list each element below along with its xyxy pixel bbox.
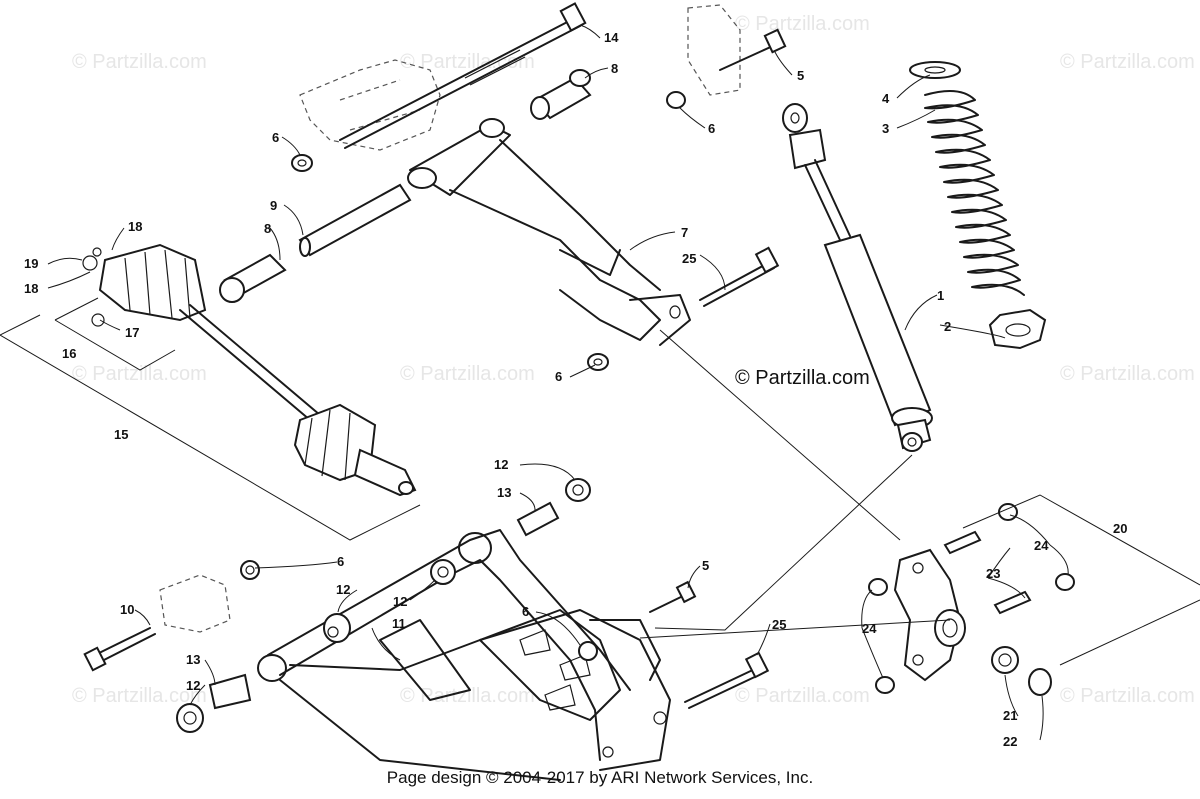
callout-24-left: 24 <box>862 621 877 636</box>
callout-6-mid: 6 <box>555 369 562 384</box>
callout-12-b: 12 <box>393 594 407 609</box>
bushing-12-d <box>176 703 204 733</box>
callout-13-b: 13 <box>186 652 200 667</box>
nut-6-lower-arm <box>578 641 598 661</box>
callout-12-d: 12 <box>186 678 200 693</box>
callout-25-upper: 25 <box>682 251 696 266</box>
knuckle-20 <box>893 548 966 682</box>
bushing-12-b <box>430 559 456 585</box>
callout-7: 7 <box>681 225 688 240</box>
bushing-12-c <box>323 613 351 643</box>
watermark-text: © Partzilla.com <box>72 51 207 73</box>
callout-8-top: 8 <box>611 61 618 76</box>
frame-bracket-lower <box>159 574 231 633</box>
watermark-text: © Partzilla.com <box>72 685 207 707</box>
upper-a-arm-7 <box>407 118 691 346</box>
callout-1: 1 <box>937 288 944 303</box>
callout-23: 23 <box>986 566 1000 581</box>
watermark-text: © Partzilla.com <box>400 685 535 707</box>
shock-absorber-1 <box>782 103 933 452</box>
callout-9: 9 <box>270 198 277 213</box>
reference-lines <box>0 297 1200 666</box>
callout-labels: 1 2 3 4 5 5 6 6 6 6 6 7 8 8 9 10 11 12 1… <box>24 30 1127 749</box>
callout-6-lower: 6 <box>337 554 344 569</box>
callout-5-upper: 5 <box>797 68 804 83</box>
callout-18-upper: 18 <box>128 219 142 234</box>
watermark-text: © Partzilla.com <box>735 13 870 35</box>
callout-20: 20 <box>1113 521 1127 536</box>
bolt-25-lower <box>684 651 770 709</box>
callout-15: 15 <box>114 427 128 442</box>
footer-credit: Page design © 2004-2017 by ARI Network S… <box>386 768 814 787</box>
sleeve-13-b <box>208 673 252 710</box>
frame-bracket-shock <box>687 4 741 96</box>
watermark-text: © Partzilla.com <box>400 363 535 385</box>
callout-10: 10 <box>120 602 134 617</box>
callout-4: 4 <box>882 91 890 106</box>
knuckle-hardware <box>868 503 1075 694</box>
bolt-25-upper <box>699 246 780 307</box>
bushing-8-top <box>530 69 592 120</box>
partzilla-watermark: © Partzilla.com <box>735 367 870 389</box>
nut-6-lower <box>240 560 260 580</box>
bushing-8-left <box>219 253 287 303</box>
bolt-10 <box>83 627 156 672</box>
watermark-text: © Partzilla.com <box>72 363 207 385</box>
callout-8-left: 8 <box>264 221 271 236</box>
spring-3 <box>909 61 1025 296</box>
callout-2: 2 <box>944 319 951 334</box>
watermark-text: © Partzilla.com <box>1060 363 1195 385</box>
sleeve-13-a <box>516 501 560 537</box>
callout-22: 22 <box>1003 734 1017 749</box>
spring-retainer-2 <box>988 308 1047 350</box>
callout-25-lower: 25 <box>772 617 786 632</box>
callout-3: 3 <box>882 121 889 136</box>
callout-17: 17 <box>125 325 139 340</box>
nut-6-shock <box>666 91 686 109</box>
callout-12-c: 12 <box>336 582 350 597</box>
callout-18-lower: 18 <box>24 281 38 296</box>
callout-19: 19 <box>24 256 38 271</box>
bolt-14 <box>339 2 587 149</box>
callout-6-upper: 6 <box>272 130 279 145</box>
bolt-5-upper <box>719 28 787 71</box>
callout-12-a: 12 <box>494 457 508 472</box>
callout-6-arm: 6 <box>522 604 529 619</box>
bolt-5-lower <box>649 580 697 613</box>
watermark-text: © Partzilla.com <box>1060 51 1195 73</box>
leader-lines <box>47 24 1069 741</box>
watermark-text: © Partzilla.com <box>735 685 870 707</box>
callout-13-a: 13 <box>497 485 511 500</box>
callout-11: 11 <box>392 616 406 631</box>
clip-17 <box>91 313 105 327</box>
bushing-12-a <box>565 478 591 502</box>
callout-24-right: 24 <box>1034 538 1049 553</box>
lower-a-arm-11 <box>257 529 671 781</box>
callout-6-shock: 6 <box>708 121 715 136</box>
callout-21: 21 <box>1003 708 1017 723</box>
callout-5-lower: 5 <box>702 558 709 573</box>
snap-ring-22 <box>1028 668 1052 696</box>
callout-14: 14 <box>604 30 619 45</box>
callout-16: 16 <box>62 346 76 361</box>
clip-18-upper <box>92 247 102 257</box>
watermark-text: © Partzilla.com <box>1060 685 1195 707</box>
nut-6-mid <box>587 353 609 371</box>
drive-axle-15 <box>98 243 417 497</box>
nut-6-upper <box>291 154 313 172</box>
pin-9 <box>298 183 412 257</box>
watermark-layer: © Partzilla.com © Partzilla.com © Partzi… <box>72 13 1195 707</box>
ring-19 <box>82 255 98 271</box>
bearing-21 <box>991 646 1019 674</box>
frame-bracket-upper <box>299 59 441 151</box>
